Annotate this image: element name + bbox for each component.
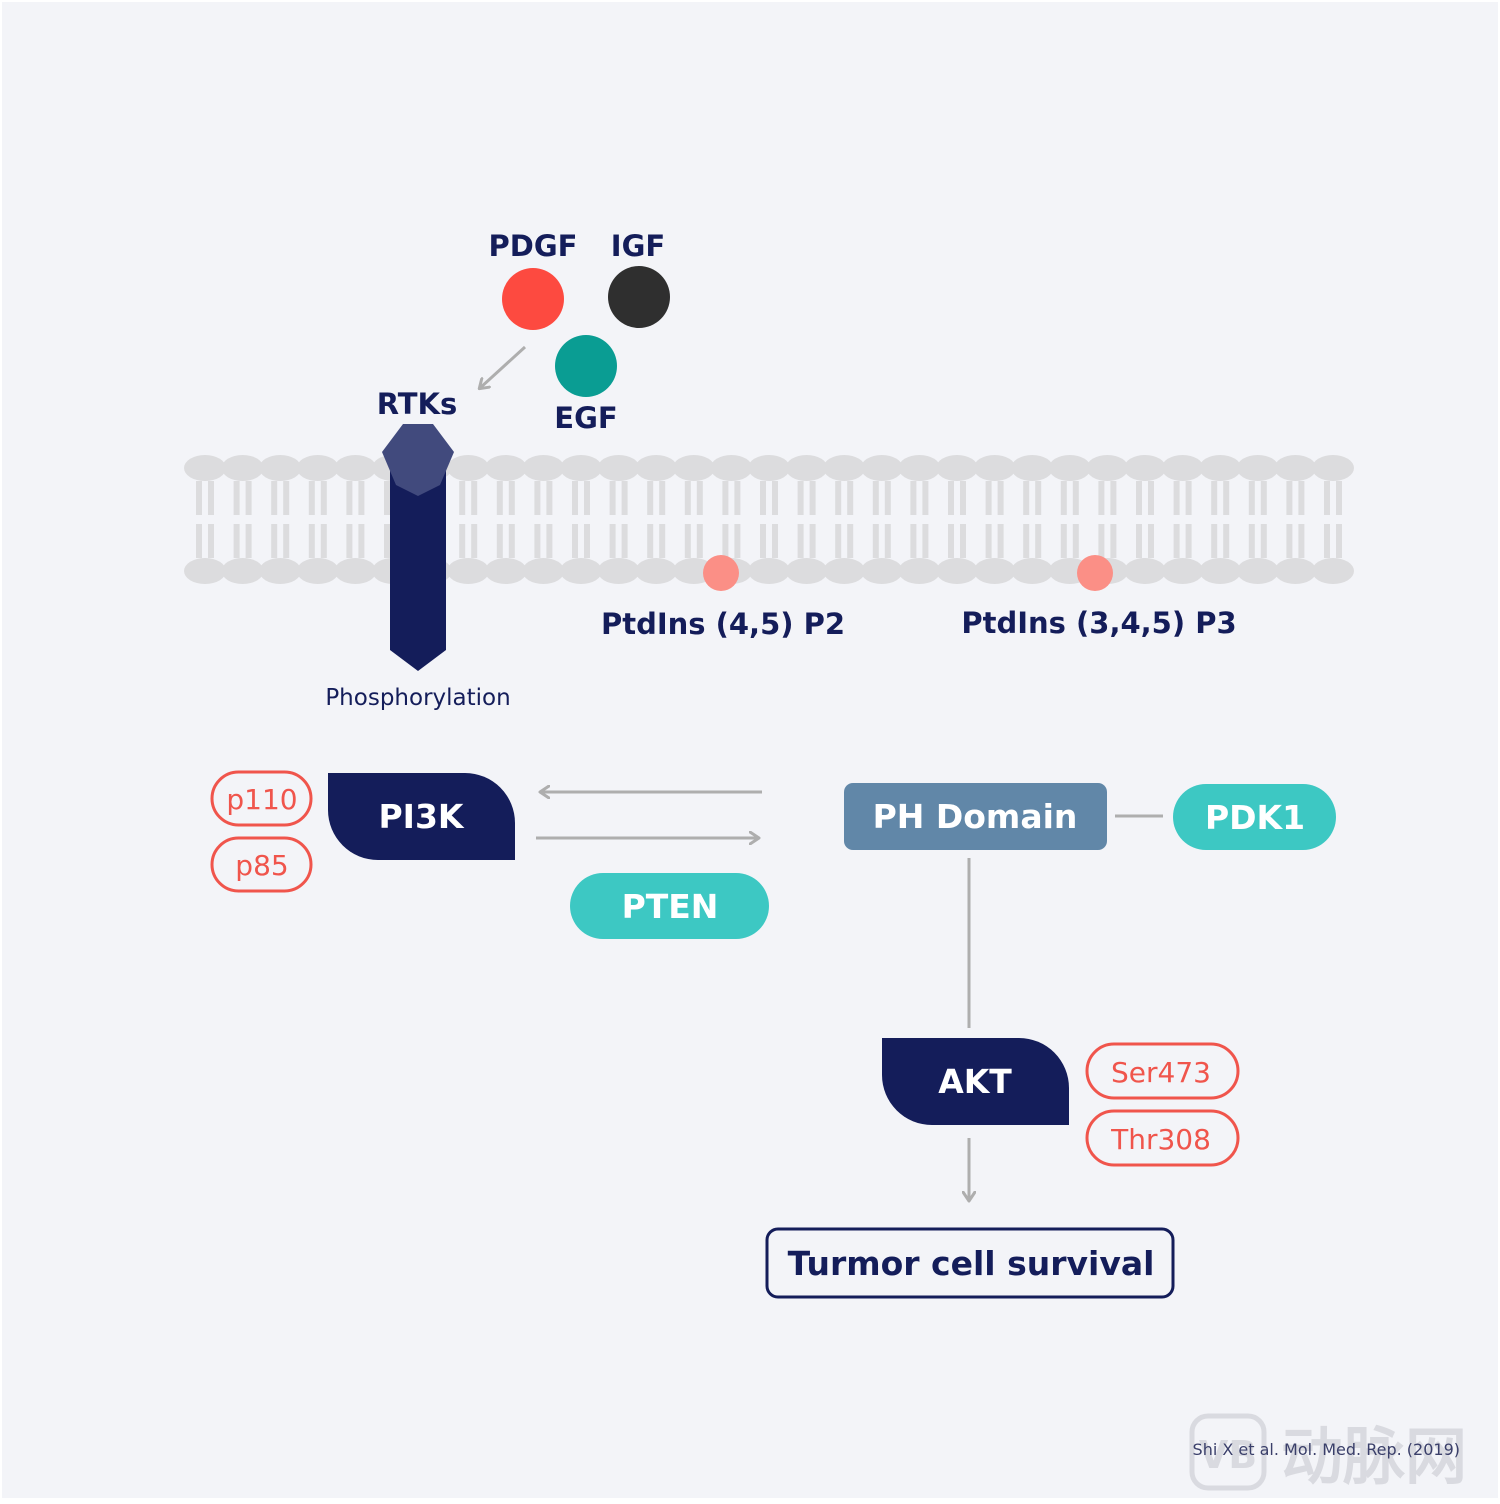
pip2-label: PtdIns (4,5) P2 bbox=[601, 607, 845, 641]
lipid-head-top bbox=[1312, 455, 1354, 481]
lipid-head-bottom bbox=[334, 558, 377, 584]
akt-label: AKT bbox=[938, 1062, 1012, 1101]
lipid-head-bottom bbox=[823, 558, 866, 584]
ligand-binding-arrow bbox=[480, 345, 527, 388]
lipid-head-top bbox=[1124, 455, 1166, 481]
lipid-head-bottom bbox=[973, 558, 1016, 584]
lipid-head-bottom bbox=[522, 558, 565, 584]
outcome-label: Turmor cell survival bbox=[788, 1244, 1155, 1283]
lipid-head-bottom bbox=[560, 558, 602, 584]
lipid-head-top bbox=[898, 455, 941, 481]
akt-block bbox=[882, 1038, 1069, 1125]
lipid-head-bottom bbox=[259, 558, 302, 584]
outcome-box bbox=[765, 1227, 1175, 1299]
lipid-head-top bbox=[635, 455, 678, 481]
igf-ligand bbox=[608, 266, 670, 328]
lipid-head-top bbox=[1011, 455, 1054, 481]
p85-subunit-badge bbox=[210, 836, 313, 893]
thr308-site-badge bbox=[1085, 1109, 1240, 1167]
lipid-head-top bbox=[860, 455, 903, 481]
watermark-logo: VB 动脉网 bbox=[1189, 1413, 1467, 1493]
lipid-head-top bbox=[748, 455, 790, 481]
lipid-head-top bbox=[823, 455, 866, 481]
pten-label: PTEN bbox=[622, 887, 719, 926]
lipid-head-bottom bbox=[447, 558, 490, 584]
lipid-head-bottom bbox=[1312, 558, 1354, 584]
pten-pill bbox=[570, 873, 769, 939]
lipid-head-bottom bbox=[1236, 558, 1279, 584]
egf-ligand bbox=[555, 335, 617, 397]
pdgf-label: PDGF bbox=[489, 229, 578, 263]
lipid-head-top bbox=[710, 455, 753, 481]
lipid-head-top bbox=[1274, 455, 1317, 481]
lipid-head-top bbox=[484, 455, 527, 481]
lipid-head-top bbox=[334, 455, 377, 481]
ser473-site-badge bbox=[1085, 1042, 1240, 1100]
lipid-head-bottom bbox=[860, 558, 903, 584]
rtks-label: RTKs bbox=[377, 387, 458, 421]
lipid-head-bottom bbox=[1011, 558, 1054, 584]
citation: Shi X et al. Mol. Med. Rep. (2019) bbox=[1193, 1440, 1460, 1459]
pi3k-label: PI3K bbox=[379, 797, 465, 836]
ph-domain-box bbox=[844, 783, 1107, 850]
watermark-text: 动脉网 bbox=[1281, 1420, 1467, 1493]
ser473-label: Ser473 bbox=[1111, 1056, 1211, 1089]
lipid-head-bottom bbox=[597, 558, 640, 584]
lipid-head-top bbox=[560, 455, 602, 481]
lipid-head-top bbox=[785, 455, 828, 481]
pip3-label: PtdIns (3,4,5) P3 bbox=[961, 606, 1236, 640]
lipid-head-bottom bbox=[785, 558, 828, 584]
pdk1-label: PDK1 bbox=[1205, 798, 1305, 837]
lipid-head-bottom bbox=[1124, 558, 1166, 584]
lipid-head-top bbox=[1236, 455, 1279, 481]
lipid-head-top bbox=[1199, 455, 1242, 481]
pdgf-ligand bbox=[502, 268, 564, 330]
lipid-head-bottom bbox=[936, 558, 978, 584]
rtk-head bbox=[382, 424, 454, 496]
lipid-head-bottom bbox=[184, 558, 226, 584]
pdk1-pill bbox=[1173, 784, 1336, 850]
lipid-head-top bbox=[936, 455, 978, 481]
lipid-head-bottom bbox=[748, 558, 790, 584]
lipid-head-top bbox=[522, 455, 565, 481]
watermark-monogram: VB bbox=[1199, 1433, 1257, 1477]
rtk-transmembrane-body bbox=[390, 470, 446, 671]
lipid-head-bottom bbox=[1199, 558, 1242, 584]
p85-label: p85 bbox=[235, 849, 288, 882]
lipid-head-top bbox=[672, 455, 715, 481]
lipid-head-bottom bbox=[1274, 558, 1317, 584]
ph-domain-label: PH Domain bbox=[873, 797, 1078, 836]
lipid-head-top bbox=[447, 455, 490, 481]
thr308-label: Thr308 bbox=[1110, 1123, 1211, 1156]
lipid-head-top bbox=[296, 455, 339, 481]
lipid-head-top bbox=[1048, 455, 1091, 481]
lipid-head-bottom bbox=[1161, 558, 1204, 584]
pi3k-block bbox=[328, 773, 515, 860]
lipid-head-top bbox=[1161, 455, 1204, 481]
igf-label: IGF bbox=[611, 229, 665, 263]
lipid-head-bottom bbox=[221, 558, 264, 584]
lipid-head-top bbox=[184, 455, 226, 481]
lipid-head-bottom bbox=[484, 558, 527, 584]
lipid-head-top bbox=[597, 455, 640, 481]
lipid-head-bottom bbox=[898, 558, 941, 584]
pip2-marker bbox=[703, 555, 739, 591]
lipid-head-top bbox=[221, 455, 264, 481]
pip3-marker bbox=[1077, 555, 1113, 591]
watermark-badge bbox=[1189, 1413, 1267, 1491]
lipid-head-top bbox=[1086, 455, 1129, 481]
lipid-head-bottom bbox=[635, 558, 678, 584]
p110-subunit-badge bbox=[210, 770, 313, 827]
phosphorylation-label: Phosphorylation bbox=[325, 685, 510, 711]
lipid-head-top bbox=[973, 455, 1016, 481]
egf-label: EGF bbox=[554, 401, 617, 435]
lipid-head-top bbox=[259, 455, 302, 481]
lipid-head-bottom bbox=[296, 558, 339, 584]
p110-label: p110 bbox=[226, 783, 297, 816]
